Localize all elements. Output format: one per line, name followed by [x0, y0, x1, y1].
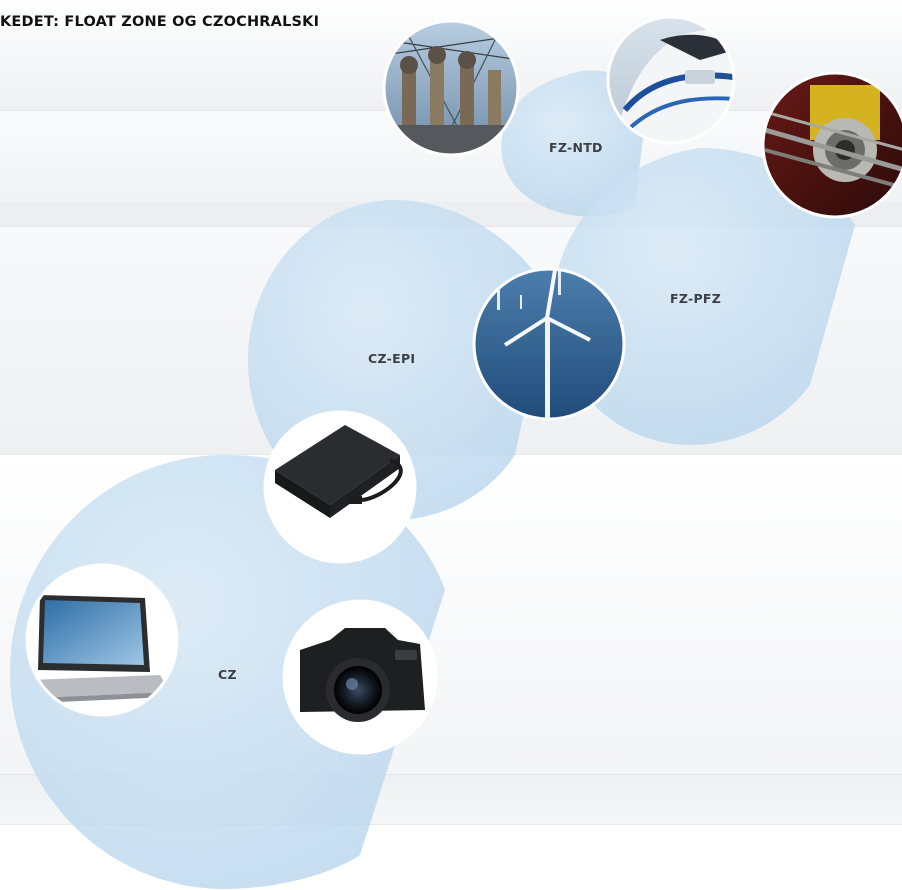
bubble-fz-pfz: [553, 148, 855, 445]
diagram-title: KEDET: FLOAT ZONE OG CZOCHRALSKI: [0, 14, 320, 30]
node-label-fz-pfz: FZ-PFZ: [670, 291, 721, 306]
node-label-cz: CZ: [218, 667, 237, 682]
industrial-machine-icon: [763, 73, 902, 217]
laptop-icon: [27, 565, 177, 715]
high-speed-train-icon: [608, 17, 734, 143]
camera-icon: [284, 601, 436, 753]
bubble-fz-ntd: [501, 70, 648, 217]
bubble-cz: [10, 455, 445, 889]
node-label-fz-ntd: FZ-NTD: [549, 140, 603, 155]
node-label-cz-epi: CZ-EPI: [368, 351, 415, 366]
offshore-wind-turbine-icon: [474, 269, 624, 419]
power-adapter-icon: [265, 412, 415, 562]
